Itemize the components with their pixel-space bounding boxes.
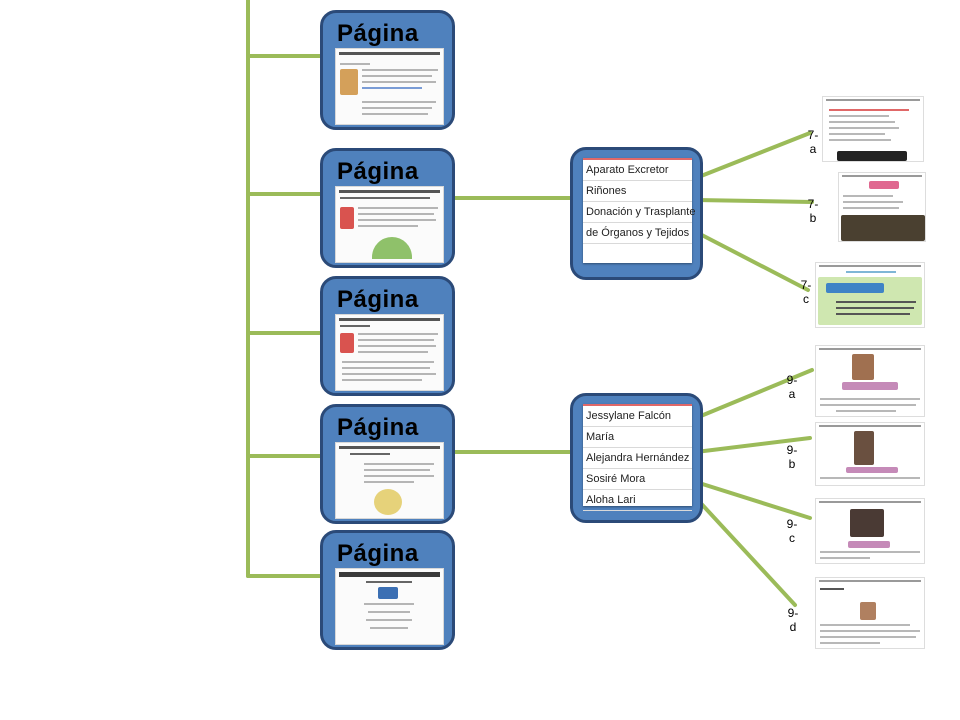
list-item-donacion[interactable]: Donación y Trasplante [583, 202, 695, 223]
page-node-5[interactable]: Página [320, 530, 455, 650]
thumbnail-9c[interactable] [815, 498, 925, 564]
list-item-rinones[interactable]: Riñones [583, 181, 692, 202]
page-screenshot-portada [335, 568, 444, 645]
page-node-3[interactable]: Página [320, 276, 455, 396]
thumbnail-7b[interactable] [838, 172, 926, 242]
page-title: Página [337, 20, 419, 47]
page-title: Página [337, 414, 419, 441]
list-item-maria[interactable]: María [583, 427, 692, 448]
label-9b: 9-b [786, 443, 798, 471]
page-screenshot-glosario [335, 48, 444, 125]
page-node-1[interactable]: Página [320, 10, 455, 130]
page-title: Página [337, 286, 419, 313]
list-panel: Jessylane Falcón María Alejandra Hernánd… [583, 404, 692, 511]
label-9d: 9-d [787, 606, 799, 634]
thumbnail-9b[interactable] [815, 422, 925, 486]
list-item-aloha[interactable]: Aloha Lari [583, 490, 692, 511]
label-9c: 9-c [786, 517, 798, 545]
list-node-autoras[interactable]: Jessylane Falcón María Alejandra Hernánd… [570, 393, 703, 523]
page-title: Página [337, 158, 419, 185]
page-title: Página [337, 540, 419, 567]
thumbnail-7a[interactable] [822, 96, 924, 162]
page-screenshot-autoras [335, 442, 444, 519]
thumbnail-7c[interactable] [815, 262, 925, 328]
list-node-aparato-excretor[interactable]: Aparato Excretor Riñones Donación y Tras… [570, 147, 703, 280]
label-7a: 7-a [807, 128, 819, 156]
label-7b: 7-b [807, 197, 819, 225]
label-7c: 7-c [800, 278, 812, 306]
page-screenshot-actividades [335, 186, 444, 263]
list-item-alejandra[interactable]: Alejandra Hernández [583, 448, 692, 469]
thumbnail-9d[interactable] [815, 577, 925, 649]
list-item-sosire[interactable]: Sosiré Mora [583, 469, 692, 490]
list-panel: Aparato Excretor Riñones Donación y Tras… [583, 158, 695, 263]
page-screenshot-referencias [335, 314, 444, 391]
page-node-4[interactable]: Página [320, 404, 455, 524]
list-item-aparato-excretor[interactable]: Aparato Excretor [583, 160, 692, 181]
thumbnail-9a[interactable] [815, 345, 925, 417]
page-node-2[interactable]: Página [320, 148, 455, 268]
list-item-jessylane[interactable]: Jessylane Falcón [583, 406, 692, 427]
label-9a: 9-a [786, 373, 798, 401]
list-item-organos-tejidos[interactable]: de Órganos y Tejidos [583, 223, 692, 244]
